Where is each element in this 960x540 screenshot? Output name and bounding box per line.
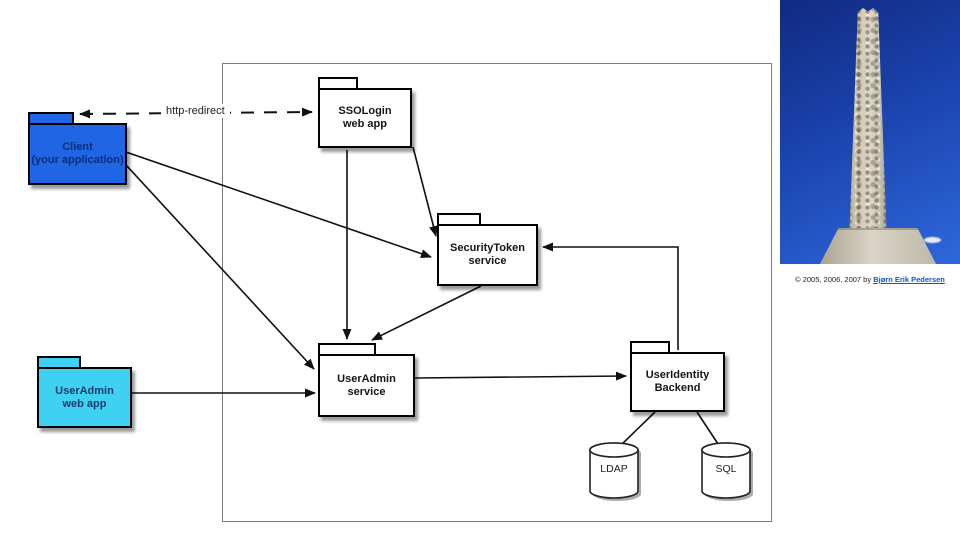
sql-label: SQL <box>715 463 737 475</box>
diagram-boundary <box>222 63 772 522</box>
node-ssologin-body: SSOLogin web app <box>318 88 412 148</box>
node-useridentity-backend-label: UserIdentity Backend <box>645 369 710 394</box>
node-client-label: Client (your application) <box>31 141 124 166</box>
edge-ssologin-securitytoken <box>412 146 438 237</box>
node-useradmin-webapp-body: UserAdmin web app <box>37 367 132 428</box>
http-redirect-label: http-redirect <box>161 104 230 118</box>
photo-credit-link[interactable]: Bjørn Erik Pedersen <box>873 275 945 284</box>
node-useradmin-service-label: UserAdmin service <box>337 372 396 398</box>
node-client-body: Client (your application) <box>28 123 127 185</box>
node-useridentity-backend-body: UserIdentity Backend <box>630 352 725 412</box>
node-securitytoken-label: SecurityToken service <box>450 242 525 267</box>
edge-backend-securitytoken <box>542 242 679 350</box>
node-securitytoken-service: SecurityToken service <box>437 213 538 286</box>
sql-cylinder <box>701 442 753 501</box>
node-useradmin-service-body: UserAdmin service <box>318 354 415 417</box>
edge-useradminservice-backend <box>414 371 627 381</box>
photo-credit-text: © 2005, 2006, 2007 by <box>795 275 874 284</box>
node-useridentity-backend: UserIdentity Backend <box>630 341 725 412</box>
node-useradmin-webapp-label: UserAdmin web app <box>55 384 114 410</box>
cloud <box>924 237 941 243</box>
node-securitytoken-body: SecurityToken service <box>437 224 538 286</box>
edge-securitytoken-useradminservice <box>371 285 482 341</box>
node-ssologin-label: SSOLogin web app <box>338 105 392 130</box>
monolith-photo <box>780 0 960 264</box>
edge-backend-ldap <box>618 411 656 448</box>
node-ssologin-webapp: SSOLogin web app <box>318 77 412 148</box>
ldap-cylinder <box>589 442 641 501</box>
edge-client-securitytoken <box>125 151 432 258</box>
node-useradmin-service: UserAdmin service <box>318 343 415 417</box>
photo-credit: © 2005, 2006, 2007 by Bjørn Erik Pederse… <box>780 275 960 284</box>
ldap-label: LDAP <box>600 463 628 475</box>
monolith-plinth <box>820 228 936 264</box>
node-useradmin-webapp: UserAdmin web app <box>37 356 132 428</box>
edge-client-useradminservice <box>125 164 315 370</box>
node-client: Client (your application) <box>28 112 127 185</box>
